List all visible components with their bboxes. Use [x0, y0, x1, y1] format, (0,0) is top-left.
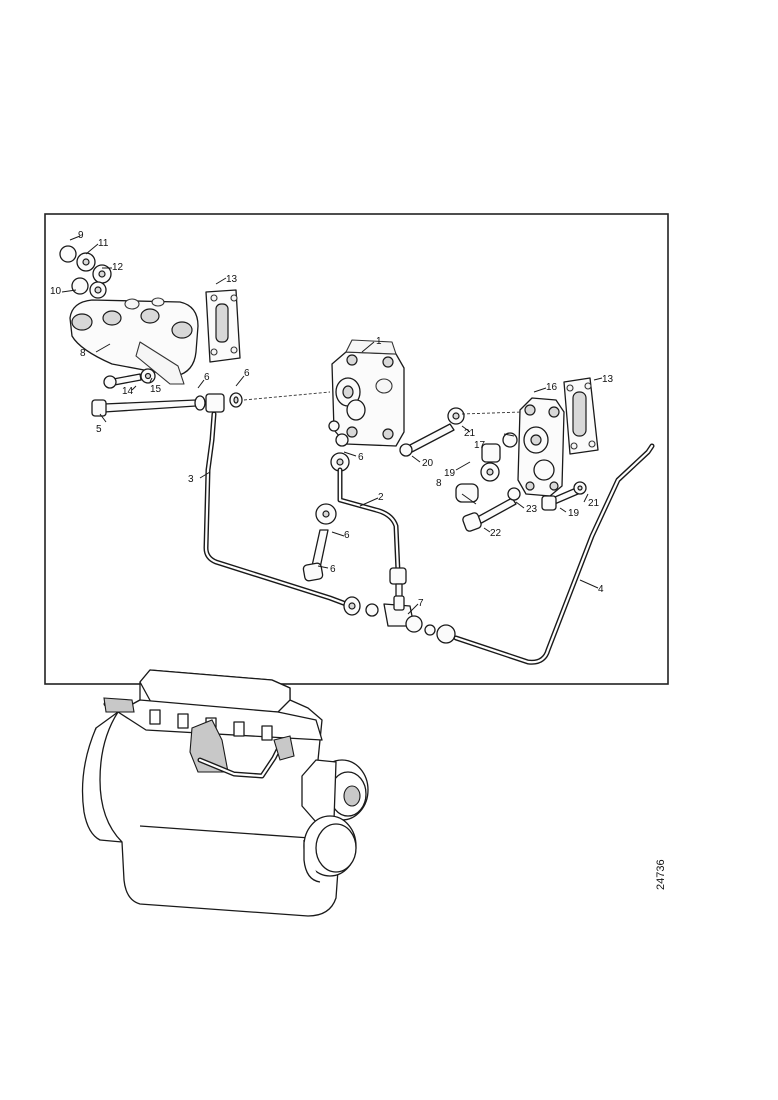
callout-9: 9: [78, 230, 84, 241]
callout-14: 14: [122, 386, 134, 397]
callout-21-a: 21: [464, 428, 476, 439]
banjo-bolt-left: [91, 391, 331, 417]
gasket-left: [205, 289, 241, 363]
callout-13-left: 13: [226, 274, 238, 285]
bolt-14: [103, 368, 156, 389]
callout-23: 23: [526, 504, 538, 515]
tee-fitting-7: [343, 595, 456, 644]
callout-6-e: 6: [330, 564, 336, 575]
callout-11: 11: [98, 238, 109, 249]
callout-13-right: 13: [602, 374, 614, 385]
bolt-20: [399, 407, 523, 457]
leader-lines: [61, 235, 603, 615]
callout-19-b: 19: [568, 508, 580, 519]
bolt-22: [462, 487, 521, 532]
callout-12: 12: [112, 262, 124, 273]
fittings-17-18: [455, 432, 518, 503]
callout-15: 15: [150, 384, 162, 395]
callout-6-b: 6: [244, 368, 250, 379]
callout-5-left: 5: [96, 424, 102, 435]
callout-1: 1: [376, 336, 382, 347]
pipe-2-assembly: [315, 433, 407, 599]
callout-6-d: 6: [344, 530, 350, 541]
bolt-5-lower: [302, 529, 329, 582]
nut-19-washer-21: [541, 481, 587, 511]
callout-3: 3: [188, 474, 194, 485]
callout-7: 7: [418, 598, 424, 609]
washer-stack-top-left: [59, 245, 112, 299]
manifold-left: [69, 297, 199, 385]
callout-10: 10: [50, 286, 62, 297]
callout-6-c: 6: [358, 452, 364, 463]
gasket-right: [563, 377, 599, 455]
callout-2: 2: [378, 492, 384, 503]
callout-21-b: 21: [588, 498, 600, 509]
pipe-3: [203, 411, 349, 607]
reference-number: 24736: [655, 859, 667, 890]
engine-overview: [81, 669, 369, 917]
center-block: [328, 339, 405, 447]
callout-labels: 9 11 12 10 8 13 14 15 5 6 6 3 1 6 2 6 6 …: [50, 230, 614, 609]
callout-18: 8: [436, 478, 442, 489]
detail-frame: [44, 213, 669, 685]
callout-16: 16: [546, 382, 558, 393]
callout-22: 22: [490, 528, 502, 539]
callout-8: 8: [80, 348, 86, 359]
callout-6-a: 6: [204, 372, 210, 383]
callout-19-a: 19: [444, 468, 456, 479]
callout-20: 20: [422, 458, 434, 469]
callout-17: 17: [474, 440, 486, 451]
manifold-right: [517, 397, 565, 497]
pipe-4: [453, 443, 655, 665]
callout-4: 4: [598, 584, 604, 595]
